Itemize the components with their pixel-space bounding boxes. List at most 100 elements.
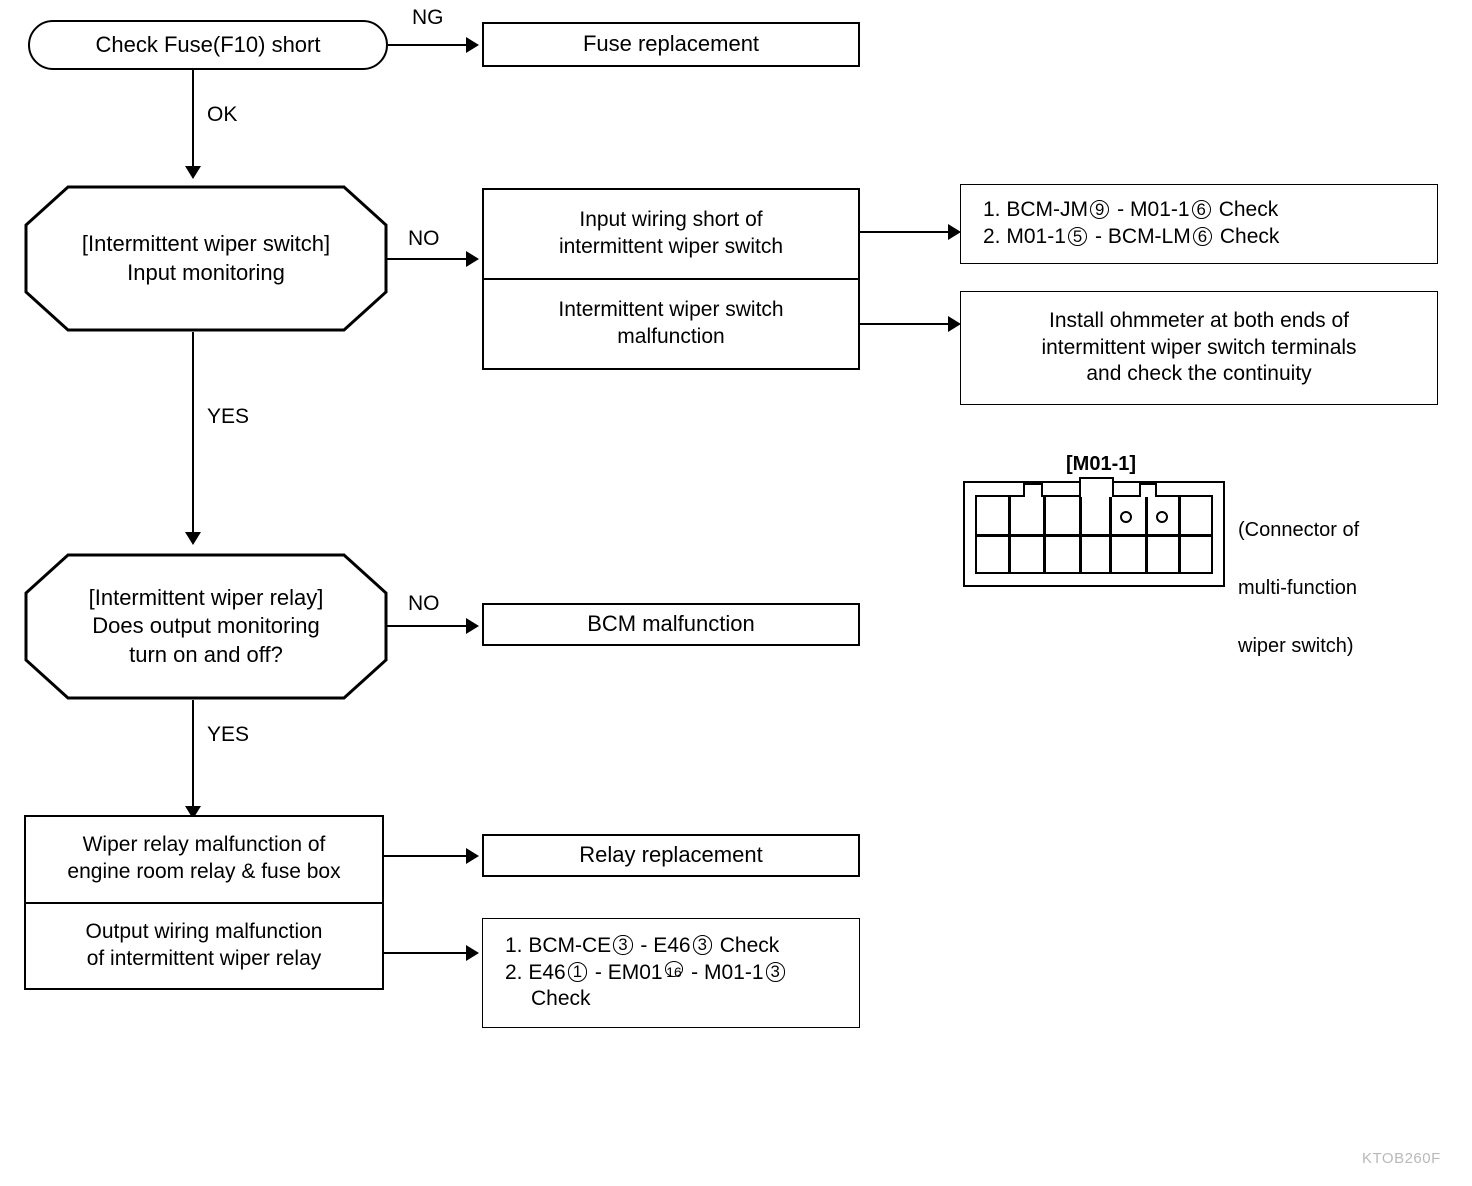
edge-ng-arrowhead [466, 37, 479, 53]
node-bcm-malfunction[interactable]: BCM malfunction [482, 603, 860, 646]
edge-no2-arrowhead [466, 618, 479, 634]
edge-no1-arrowhead [466, 251, 479, 267]
node-output-wiring-malfunction-line2: of intermittent wiper relay [86, 946, 322, 970]
ohmmeter-line2: intermittent wiper switch terminals [1041, 335, 1357, 359]
edge-yes1-line [192, 332, 194, 532]
row2-separator: - [1095, 225, 1103, 248]
connector-latch-tab-large [1079, 477, 1114, 497]
node-switch-malfunction-line1: Intermittent wiper switch [558, 298, 784, 322]
ohmmeter-lines: Install ohmmeter at both ends of intermi… [1041, 308, 1356, 389]
node-input-wiring-short-line1: Input wiring short of [579, 208, 763, 232]
connector-latch-tab-small-right [1139, 483, 1157, 497]
edge-to-checklist-bottom-arrowhead [466, 945, 479, 961]
node-output-wiring-malfunction[interactable]: Output wiring malfunction of intermitten… [26, 901, 382, 989]
row2-term-b: BCM-LM [1107, 225, 1191, 248]
node-switch-malfunction-line2: malfunction [617, 325, 725, 348]
node-relay-line2: Does output monitoring [92, 613, 320, 639]
b-row2-term-a: E46 [528, 960, 566, 984]
edge-label-no-2: NO [408, 592, 440, 615]
node-switch-malfunction[interactable]: Intermittent wiper switch malfunction [484, 278, 858, 368]
b-row1-circled-num-2: 3 [692, 935, 712, 955]
node-fuse-replacement-label: Fuse replacement [582, 31, 760, 57]
edge-to-checklist-top-line [860, 231, 953, 233]
edge-label-ok: OK [207, 103, 238, 126]
edge-label-ng: NG [412, 6, 444, 29]
node-relay-replacement[interactable]: Relay replacement [482, 834, 860, 877]
node-relay-line3: turn on and off? [129, 641, 283, 667]
connector-latch-tab-small-left [1023, 483, 1043, 497]
connector-terminal-hole-1 [1120, 511, 1132, 523]
stack-wiper-switch-causes: Input wiring short of intermittent wiper… [482, 188, 860, 370]
row2-circled-num-1: 5 [1067, 226, 1088, 246]
node-wiper-relay-malfunction[interactable]: Wiper relay malfunction of engine room r… [26, 817, 382, 902]
edge-no1-line [386, 258, 466, 260]
row1-term-a: BCM-JM [1006, 198, 1089, 222]
node-check-fuse[interactable]: Check Fuse(F10) short [28, 20, 388, 70]
node-input-monitoring-line2: Input monitoring [127, 259, 285, 285]
b-row2-separator-1: - [594, 960, 602, 984]
stack-relay-causes: Wiper relay malfunction of engine room r… [24, 815, 384, 990]
row1-circled-num-2: 6 [1191, 199, 1211, 220]
b-row2-number: 2. [505, 960, 523, 984]
b-row1-number: 1. [505, 933, 523, 957]
b-row1-tail: Check [719, 933, 780, 957]
node-wiper-relay-malfunction-line1: Wiper relay malfunction of [82, 833, 326, 857]
node-ohmmeter-instruction[interactable]: Install ohmmeter at both ends of intermi… [960, 291, 1438, 405]
b-row1-term-b: E46 [653, 933, 691, 957]
connector-caption-line3: wiper switch) [1238, 635, 1354, 657]
b-row1-circled-num-1: 3 [613, 935, 633, 955]
b-row2-circled-num-1: 1 [567, 962, 588, 982]
edge-no2-line [386, 625, 466, 627]
node-input-monitoring-labels: [Intermittent wiper switch] Input monito… [24, 230, 388, 286]
b-row2-circled-num-2: 16 [664, 961, 684, 980]
row2-term-a: M01-1 [1006, 225, 1066, 248]
edge-to-ohmmeter-line [860, 323, 953, 325]
b-row1-separator: - [640, 933, 648, 957]
b-row1-term-a: BCM-CE [528, 933, 612, 957]
row1-tail: Check [1218, 198, 1279, 222]
node-bcm-malfunction-label: BCM malfunction [587, 611, 755, 637]
connector-terminal-hole-2 [1156, 511, 1168, 523]
node-relay-replacement-label: Relay replacement [579, 842, 763, 868]
b-row2-term-c: M01-1 [703, 960, 764, 984]
node-fuse-replacement[interactable]: Fuse replacement [482, 22, 860, 67]
node-input-wiring-short-line2: intermittent wiper switch [558, 235, 784, 258]
row2-circled-num-2: 6 [1192, 226, 1213, 246]
node-relay-line1: [Intermittent wiper relay] [88, 585, 324, 611]
node-check-fuse-label: Check Fuse(F10) short [95, 31, 321, 57]
node-relay-output-monitoring[interactable]: [Intermittent wiper relay] Does output m… [24, 553, 388, 700]
b-row2-separator-2: - [691, 960, 699, 984]
figure-code: KTOB260F [1362, 1150, 1441, 1167]
edge-ok-arrowhead [185, 166, 201, 179]
edge-to-ohmmeter-arrowhead [948, 316, 961, 332]
octagon-outline [24, 185, 388, 332]
row1-separator: - [1117, 198, 1125, 222]
b-row2-circled-num-3: 3 [765, 962, 785, 982]
edge-yes1-arrowhead [185, 532, 201, 545]
node-input-monitoring-line1: [Intermittent wiper switch] [81, 231, 331, 257]
edge-ok-line [192, 70, 194, 166]
node-output-wiring-malfunction-line1: Output wiring malfunction [85, 919, 323, 943]
connector-title: [M01-1] [1066, 453, 1137, 475]
node-relay-output-monitoring-labels: [Intermittent wiper relay] Does output m… [24, 584, 388, 668]
connector-caption-line1: (Connector of [1238, 519, 1360, 541]
connector-caption: (Connector of multi-function wiper switc… [1238, 487, 1359, 690]
row1-number: 1. [983, 198, 1001, 222]
connector-illustration [963, 477, 1225, 587]
node-wiper-relay-malfunction-line2: engine room relay & fuse box [67, 860, 341, 884]
ohmmeter-line3: and check the continuity [1086, 362, 1312, 386]
node-input-wiring-short[interactable]: Input wiring short of intermittent wiper… [484, 190, 858, 278]
edge-label-no-1: NO [408, 227, 440, 250]
node-input-monitoring[interactable]: [Intermittent wiper switch] Input monito… [24, 185, 388, 332]
octagon-outline-2 [24, 553, 388, 700]
check-list-bottom-row-3: Check [531, 987, 591, 1011]
